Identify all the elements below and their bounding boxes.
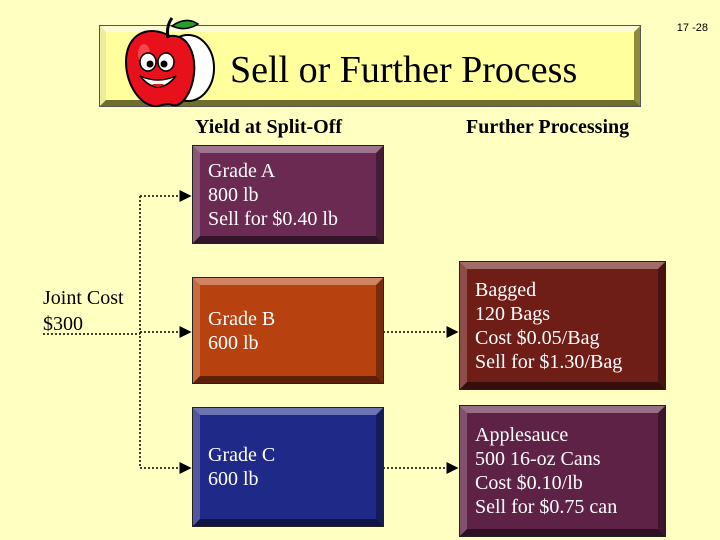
bagged-line: 120 Bags	[475, 302, 550, 325]
grade-a-line: 800 lb	[208, 183, 259, 206]
applesauce-line: Cost $0.10/lb	[475, 472, 583, 494]
header-further-processing: Further Processing	[466, 116, 630, 138]
slide-number: 17 -28	[676, 22, 708, 34]
grade-b-line: 600 lb	[208, 331, 259, 354]
grade-a-line: Grade A	[208, 159, 276, 182]
grade-b-box: Grade B 600 lb	[193, 278, 383, 383]
grade-b-line: Grade B	[208, 307, 276, 330]
bagged-line: Cost $0.05/Bag	[475, 326, 600, 349]
bagged-box: Bagged 120 Bags Cost $0.05/Bag Sell for …	[460, 262, 665, 389]
joint-cost-line-1: Joint Cost	[43, 287, 124, 309]
grade-a-line: Sell for $0.40 lb	[208, 207, 338, 230]
grade-c-line: 600 lb	[208, 468, 259, 490]
bagged-line: Sell for $1.30/Bag	[475, 350, 623, 373]
bagged-line: Bagged	[475, 278, 537, 301]
grade-c-line: Grade C	[208, 444, 276, 466]
header-yield-at-split-off: Yield at Split-Off	[195, 116, 343, 138]
grade-c-box: Grade C 600 lb	[193, 408, 383, 526]
apple-mascot-icon	[124, 17, 215, 108]
applesauce-line: Sell for $0.75 can	[475, 496, 618, 518]
applesauce-line: Applesauce	[475, 424, 569, 446]
grade-a-box: Grade A 800 lb Sell for $0.40 lb	[193, 146, 383, 243]
applesauce-box: Applesauce 500 16-oz Cans Cost $0.10/lb …	[460, 406, 665, 536]
applesauce-line: 500 16-oz Cans	[475, 448, 601, 470]
joint-cost-line-2: $300	[43, 313, 83, 335]
slide-title: Sell or Further Process	[230, 49, 578, 91]
joint-cost-label: Joint Cost $300	[43, 285, 124, 337]
